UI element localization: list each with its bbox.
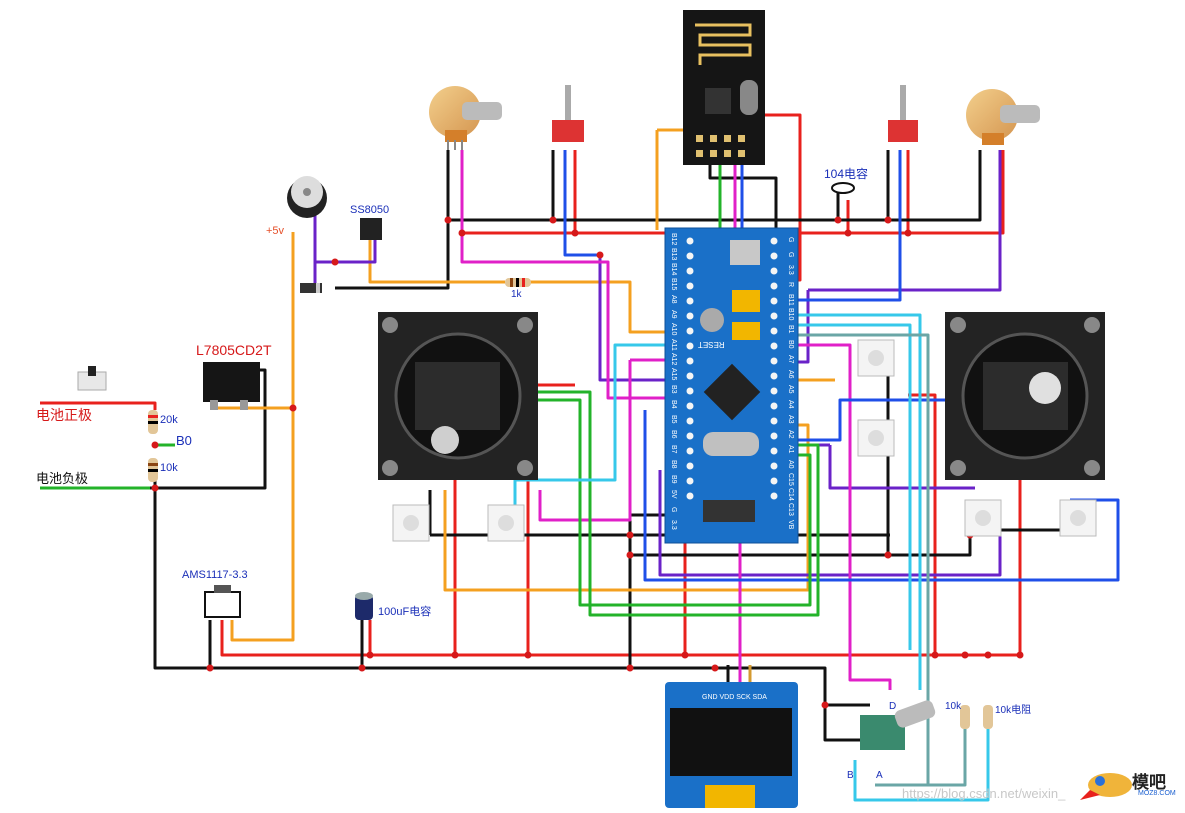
mcu-left-pin-label: A9	[670, 310, 677, 319]
mcu-right-pin-label: C13	[787, 503, 794, 516]
mcu-right-pin-label: B0	[787, 340, 794, 349]
logo-name: 模吧	[1132, 773, 1166, 792]
mcu-right-pin-label: C15	[787, 473, 794, 486]
toggle-switch-left	[552, 85, 584, 142]
potentiometer-right	[966, 89, 1040, 145]
logo-sub: MOZ8.COM	[1138, 790, 1176, 797]
label-battery-positive: 电池正极	[36, 407, 92, 423]
mcu-right-pin-label: R	[787, 281, 794, 288]
mcu-right-pin-label: C14	[787, 488, 794, 501]
label-encoder-a: A	[876, 770, 883, 781]
resistor-10k-b	[983, 705, 993, 729]
label-encoder-d: D	[889, 701, 897, 712]
mcu-left-pin-label: B3	[670, 385, 677, 394]
moz8-logo-icon	[1080, 773, 1132, 800]
mcu-right-pin-label: G	[787, 251, 794, 258]
mcu-right-pin-label: A4	[787, 400, 794, 409]
push-button-caps	[403, 350, 1086, 531]
mcu-left-pin-label: A8	[670, 295, 677, 304]
mcu-right-pin-label: A0	[787, 460, 794, 469]
mcu-left-pin-label: B8	[670, 460, 677, 469]
buzzer	[287, 176, 327, 218]
oled-display	[665, 682, 798, 808]
label-1k: 1k	[511, 289, 522, 300]
resistor-1k	[505, 278, 531, 287]
capacitor-104	[831, 182, 855, 194]
resistor-10k-a	[960, 705, 970, 729]
label-ams1117: AMS1117-3.3	[182, 569, 248, 581]
label-10k-a: 10k	[945, 701, 962, 712]
mcu-left-pin-label: B7	[670, 445, 677, 454]
rotary-encoder	[860, 700, 936, 750]
label-10k-divider: 10k	[160, 462, 178, 474]
watermark-url: https://blog.csdn.net/weixin_	[902, 786, 1066, 801]
mcu-left-pin-label: B13	[670, 248, 677, 261]
toggle-switch-right	[888, 85, 918, 142]
mcu-left-pin-label: 5V	[670, 490, 677, 499]
mcu-right-pin-label: G	[787, 236, 794, 243]
mcu-right-pin-label: A1	[787, 445, 794, 454]
regulator-l7805	[203, 362, 260, 410]
mcu-right-pin-label: 3.3	[787, 264, 794, 275]
mcu-left-pin-label: A10	[670, 323, 677, 336]
label-20k: 20k	[160, 414, 178, 426]
capacitor-100uf	[355, 592, 373, 620]
mcu-right-pin-label: VB	[787, 519, 794, 530]
mcu-right-pin-label: A3	[787, 415, 794, 424]
mcu-left-pin-label: A11	[670, 338, 677, 351]
transistor-ss8050	[360, 218, 382, 240]
joystick-left	[378, 312, 538, 480]
label-cap-100uf: 100uF电容	[378, 606, 432, 618]
label-b0: B0	[176, 433, 192, 448]
label-battery-negative: 电池负极	[36, 471, 89, 486]
mcu-left-pin-label: G	[670, 506, 677, 513]
resistor-10k-divider	[148, 458, 158, 482]
reset-button-shape	[700, 308, 724, 332]
mcu-left-pin-label: B9	[670, 475, 677, 484]
battery-switch	[77, 366, 107, 391]
mcu-left-pin-label: B6	[670, 430, 677, 439]
joystick-right	[945, 312, 1105, 480]
mcu-right-pin-label: A2	[787, 430, 794, 439]
label-10k-b: 10k电阻	[995, 705, 1032, 716]
label-plus5v: +5v	[266, 225, 285, 237]
mcu-left-pin-label: A12	[670, 353, 677, 366]
mcu-left-pin-label: A15	[670, 368, 677, 381]
label-l7805: L7805CD2T	[196, 342, 272, 358]
diode	[300, 283, 322, 293]
mcu-right-pin-label: B11	[787, 293, 794, 306]
mcu-left-pin-label: B4	[670, 400, 677, 409]
mcu-right-pin-label: A7	[787, 355, 794, 364]
regulator-ams1117	[204, 585, 241, 618]
label-reset: RESET	[698, 340, 725, 349]
mcu-right-pin-label: A5	[787, 385, 794, 394]
potentiometer-left	[429, 86, 502, 150]
junctions	[151, 216, 1024, 709]
mcu-left-pin-label: B5	[670, 415, 677, 424]
label-encoder-b: B	[847, 770, 854, 781]
mcu-left-pin-label: B12	[670, 233, 677, 246]
resistor-20k	[148, 410, 158, 434]
mcu-right-pin-label: B10	[787, 308, 794, 321]
label-ss8050: SS8050	[350, 204, 390, 216]
mcu-left-pin-label: B15	[670, 278, 677, 291]
mcu-right-pin-label: A6	[787, 370, 794, 379]
nrf24-module	[683, 10, 765, 165]
mcu-left-pin-label: 3.3	[670, 519, 677, 530]
mcu-left-pin-label: B14	[670, 263, 677, 276]
label-cap-104: 104电容	[824, 167, 869, 181]
mcu-right-pin-label: B1	[787, 325, 794, 334]
stm32-board	[664, 227, 799, 544]
label-oled-pins: GND VDD SCK SDA	[702, 694, 767, 701]
